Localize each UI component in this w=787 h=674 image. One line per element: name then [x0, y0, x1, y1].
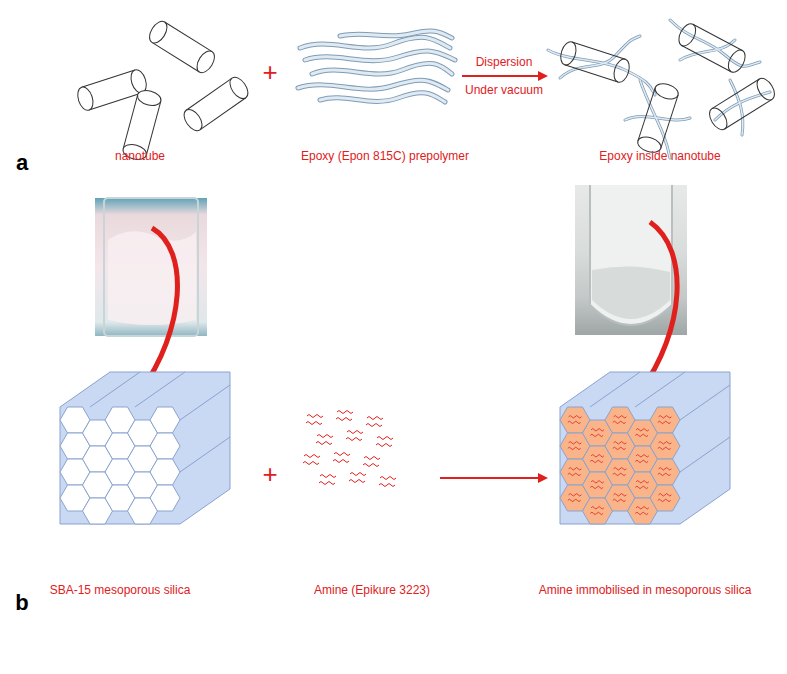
caption: Epoxy (Epon 815C) prepolymer: [301, 150, 469, 164]
plus-sign: +: [262, 460, 277, 490]
panel-letter: a: [16, 150, 28, 175]
plus-sign: +: [262, 58, 277, 88]
caption: nanotube: [115, 150, 165, 164]
caption: Epoxy inside nanotube: [599, 150, 720, 164]
panel-letter: b: [15, 590, 28, 615]
arrow-label: Under vacuum: [465, 84, 543, 98]
caption: Amine immobilised in mesoporous silica: [539, 584, 752, 598]
caption: SBA-15 mesoporous silica: [50, 584, 191, 598]
caption: Amine (Epikure 3223): [314, 584, 430, 598]
arrow-label: Dispersion: [476, 56, 533, 70]
